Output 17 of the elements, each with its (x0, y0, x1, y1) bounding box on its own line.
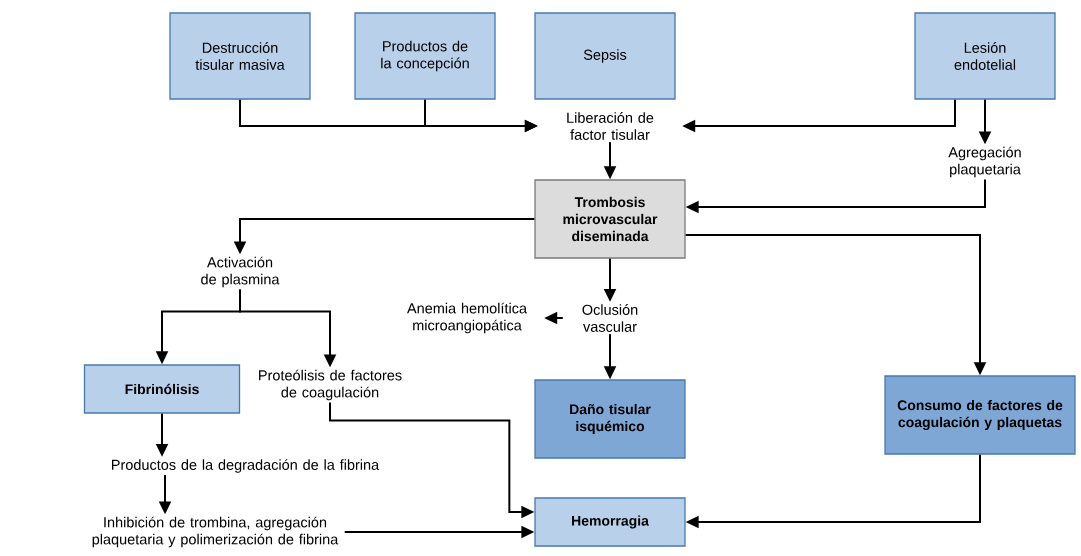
process-box: Destrucción tisular masiva (169, 12, 311, 100)
flow-label: Proteólisis de factores de coagulación (259, 369, 402, 401)
process-box: Trombosis microvascular diseminada (534, 179, 686, 259)
process-box: Sepsis (534, 12, 676, 100)
process-box: Productos de la concepción (354, 12, 496, 100)
flow-label: Oclusión vascular (582, 304, 638, 332)
flow-label: Agregación plaquetaria (948, 146, 1021, 178)
process-box: Fibrinólisis (83, 364, 241, 414)
flow-label: Activación de plasmina (201, 256, 280, 288)
flow-label: Anemia hemolítica microangiopática (407, 302, 527, 334)
flow-label: Liberación de factor tisular (567, 112, 654, 140)
flow-label: Productos de la degradación de la fibrina (112, 459, 380, 473)
process-box: Hemorragia (534, 497, 686, 547)
process-box: Lesión endotelial (914, 12, 1056, 100)
process-box: Consumo de factores de coagulación y plaquetas (884, 375, 1076, 455)
process-box: Daño tisular isquémico (534, 379, 686, 459)
flow-label: Inhibición de trombina, agregación plaquetaria y polimerización de fibrina (92, 516, 339, 548)
